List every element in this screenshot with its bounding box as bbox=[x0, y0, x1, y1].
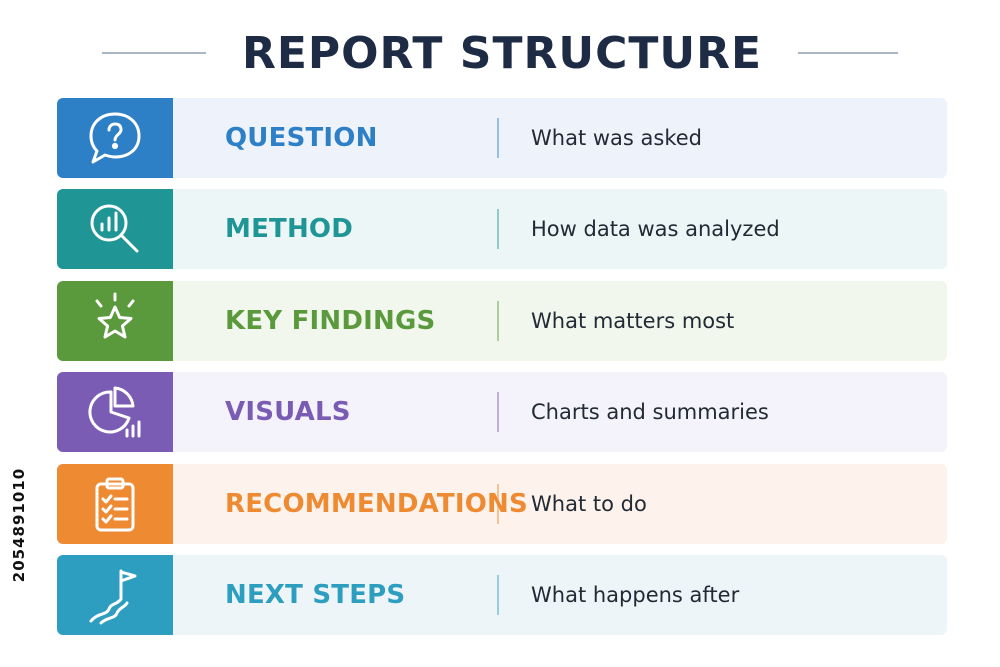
question-bubble-icon bbox=[89, 112, 141, 164]
row-key-findings: KEY FINDINGS What matters most bbox=[57, 281, 947, 361]
clipboard-checklist-icon bbox=[95, 477, 135, 532]
key-findings-icon-box bbox=[57, 281, 173, 361]
row-description: What happens after bbox=[531, 583, 740, 607]
next-steps-body: NEXT STEPS What happens after bbox=[173, 555, 947, 635]
recommendations-icon-box bbox=[57, 464, 173, 544]
title-rule-left bbox=[102, 52, 206, 54]
method-body: METHOD How data was analyzed bbox=[173, 189, 947, 269]
row-divider bbox=[497, 209, 499, 249]
row-divider bbox=[497, 484, 499, 524]
watermark-id-text: 2054891010 bbox=[10, 467, 28, 583]
stock-id-watermark: 2054891010 bbox=[4, 420, 34, 630]
magnifier-chart-icon bbox=[90, 204, 139, 253]
next-steps-icon-box bbox=[57, 555, 173, 635]
row-question: QUESTION What was asked bbox=[57, 98, 947, 178]
key-findings-body: KEY FINDINGS What matters most bbox=[173, 281, 947, 361]
row-next-steps: NEXT STEPS What happens after bbox=[57, 555, 947, 635]
row-label: RECOMMENDATIONS bbox=[225, 489, 528, 519]
row-description: What was asked bbox=[531, 126, 702, 150]
row-label: METHOD bbox=[225, 214, 354, 244]
star-icon bbox=[95, 292, 135, 339]
question-icon-box bbox=[57, 98, 173, 178]
row-label: VISUALS bbox=[225, 397, 351, 427]
pie-chart-icon bbox=[88, 386, 141, 438]
row-visuals: VISUALS Charts and summaries bbox=[57, 372, 947, 452]
row-divider bbox=[497, 575, 499, 615]
row-divider bbox=[497, 301, 499, 341]
title-area: REPORT STRUCTURE bbox=[0, 24, 1000, 84]
question-body: QUESTION What was asked bbox=[173, 98, 947, 178]
title-rule-right bbox=[798, 52, 898, 54]
row-recommendations: RECOMMENDATIONS What to do bbox=[57, 464, 947, 544]
row-label: KEY FINDINGS bbox=[225, 306, 436, 336]
row-label: QUESTION bbox=[225, 123, 378, 153]
row-label: NEXT STEPS bbox=[225, 580, 406, 610]
visuals-icon-box bbox=[57, 372, 173, 452]
row-description: How data was analyzed bbox=[531, 217, 780, 241]
row-method: METHOD How data was analyzed bbox=[57, 189, 947, 269]
row-divider bbox=[497, 118, 499, 158]
recommendations-body: RECOMMENDATIONS What to do bbox=[173, 464, 947, 544]
flag-path-icon bbox=[89, 569, 137, 625]
row-description: What to do bbox=[531, 492, 647, 516]
row-description: What matters most bbox=[531, 309, 735, 333]
page-title: REPORT STRUCTURE bbox=[241, 28, 763, 79]
visuals-body: VISUALS Charts and summaries bbox=[173, 372, 947, 452]
row-description: Charts and summaries bbox=[531, 400, 769, 424]
row-divider bbox=[497, 392, 499, 432]
method-icon-box bbox=[57, 189, 173, 269]
